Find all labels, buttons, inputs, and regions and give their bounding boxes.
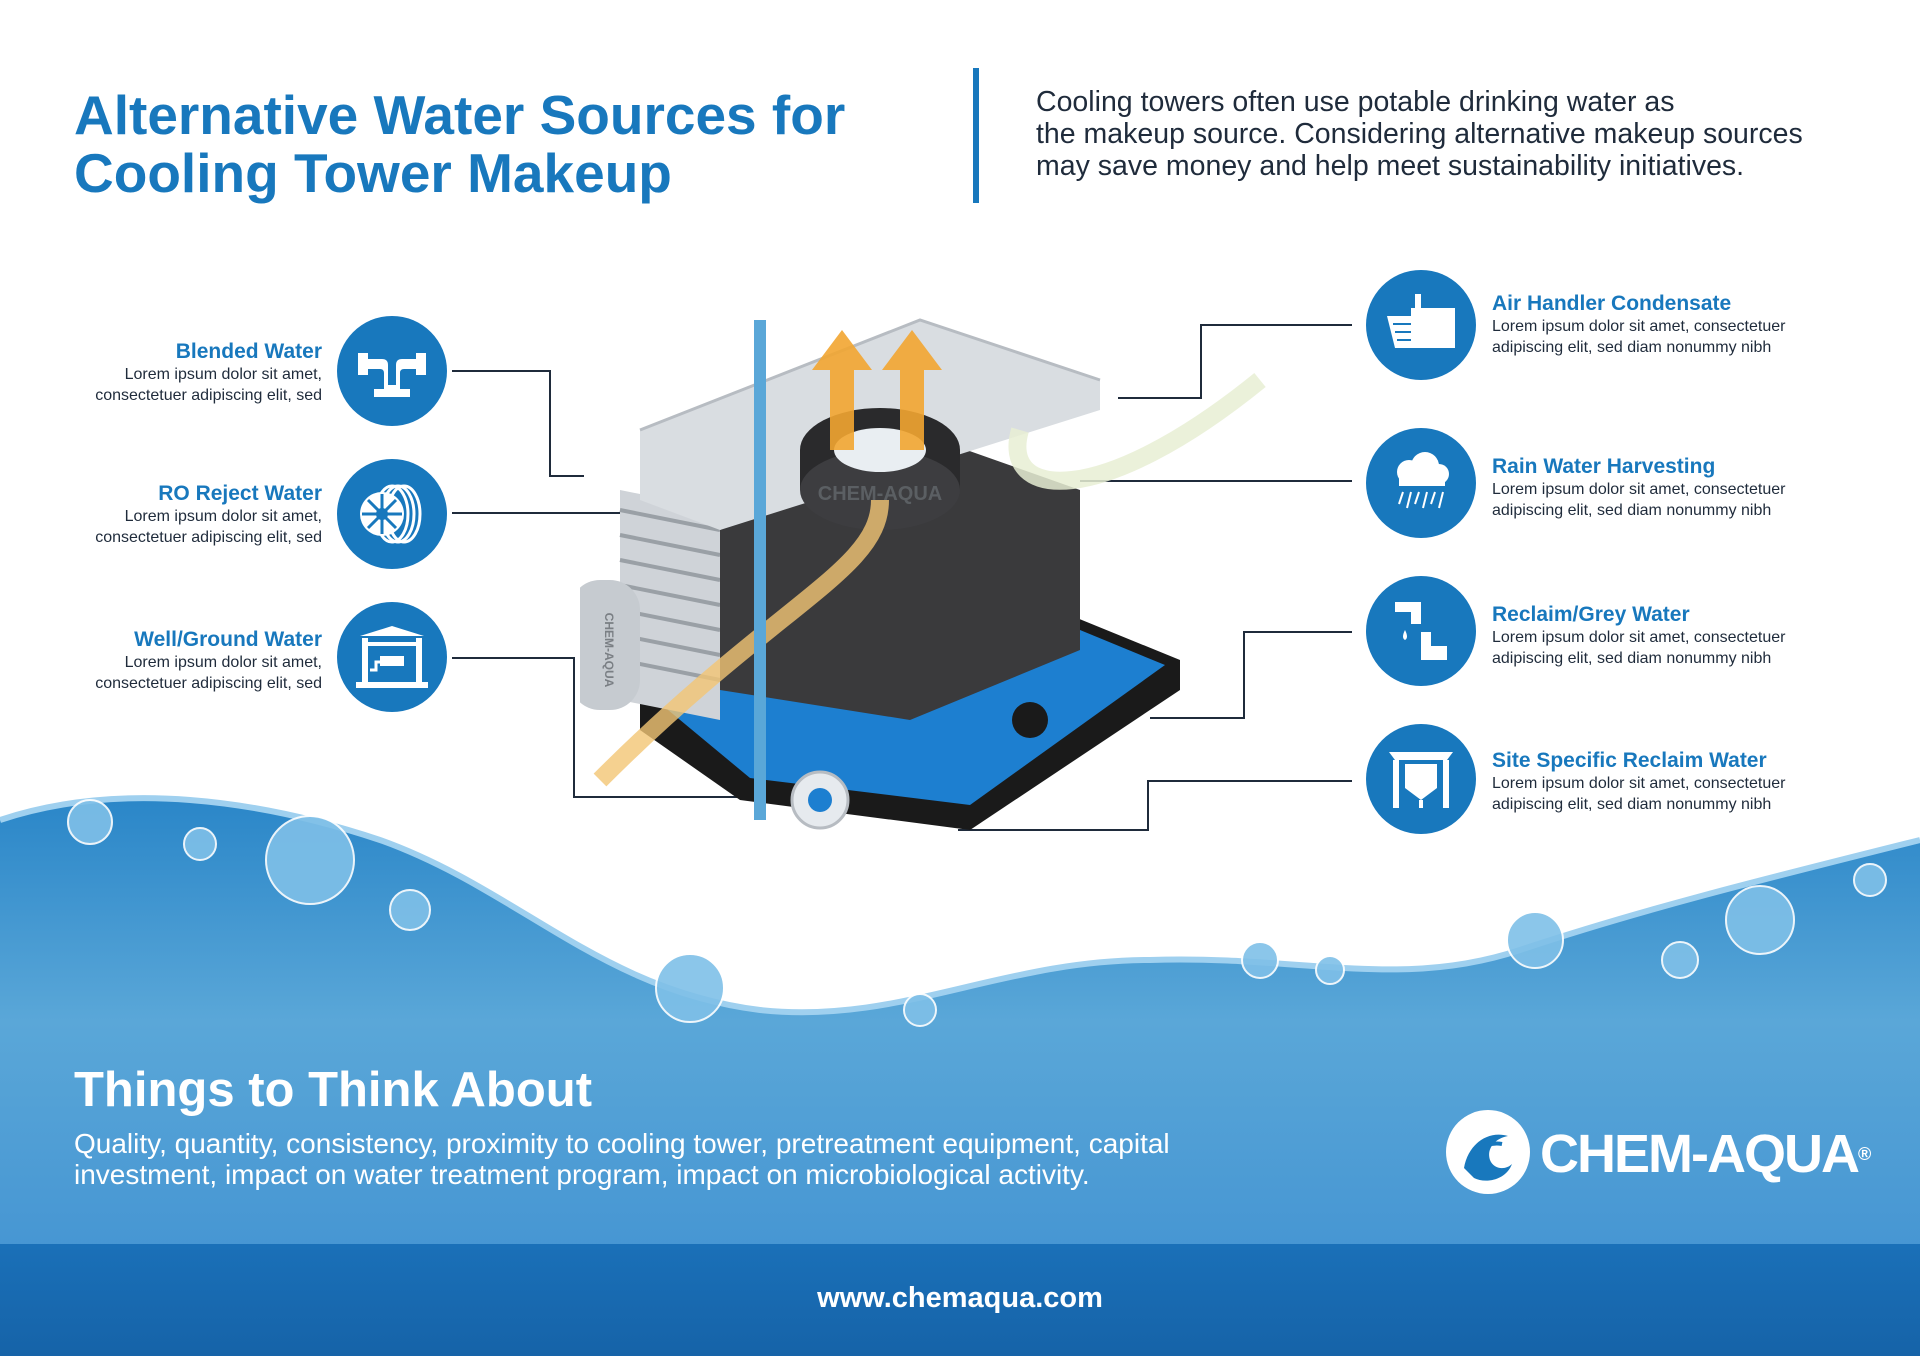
item-desc-line-2: consectetuer adipiscing elit, sed (95, 529, 322, 546)
item-title: Air Handler Condensate (1492, 292, 1732, 315)
rain-cloud-icon (1366, 428, 1476, 538)
item-air-handler-condensate: Air Handler Condensate Lorem ipsum dolor… (1492, 292, 1852, 358)
reclaim-unit-icon (1366, 724, 1476, 834)
item-desc-line-2: adipiscing elit, sed diam nonummy nibh (1492, 339, 1772, 356)
bubble (1725, 885, 1795, 955)
think-body: Quality, quantity, consistency, proximit… (74, 1128, 1274, 1190)
bubble (183, 827, 217, 861)
think-heading: Things to Think About (74, 1063, 593, 1117)
item-rain-water-harvesting: Rain Water Harvesting Lorem ipsum dolor … (1492, 455, 1852, 521)
chem-aqua-logo-icon (1446, 1110, 1530, 1194)
item-desc-line-2: adipiscing elit, sed diam nonummy nibh (1492, 650, 1772, 667)
footer-band (0, 1244, 1920, 1356)
tank-brand: CHEM-AQUA (602, 613, 616, 688)
item-well-ground-water: Well/Ground Water Lorem ipsum dolor sit … (72, 628, 322, 694)
tower-louvers (620, 490, 720, 720)
intro-line-3: may save money and help meet sustainabil… (1036, 150, 1745, 182)
item-desc-line-1: Lorem ipsum dolor sit amet, (124, 654, 322, 671)
item-title: Well/Ground Water (134, 628, 322, 651)
item-title: Site Specific Reclaim Water (1492, 749, 1767, 772)
item-desc-line-2: adipiscing elit, sed diam nonummy nibh (1492, 796, 1772, 813)
bubble (903, 993, 937, 1027)
item-title: RO Reject Water (158, 482, 322, 505)
item-site-specific-reclaim-water: Site Specific Reclaim Water Lorem ipsum … (1492, 749, 1852, 815)
website-url[interactable]: www.chemaqua.com (817, 1282, 1103, 1314)
intro-text: Cooling towers often use potable drinkin… (1036, 86, 1886, 182)
registered-mark: ® (1857, 1144, 1871, 1164)
airflow-arrow (812, 330, 872, 450)
treatment-tank (580, 580, 640, 710)
item-desc-line-1: Lorem ipsum dolor sit amet, consectetuer (1492, 629, 1786, 646)
item-desc-line-2: adipiscing elit, sed diam nonummy nibh (1492, 502, 1772, 519)
float-valve (1012, 702, 1048, 738)
bubble (1506, 911, 1564, 969)
title-line-2: Cooling Tower Makeup (74, 142, 672, 204)
airflow-path (1008, 373, 1266, 490)
bubble (1661, 941, 1699, 979)
air-handler-icon (1366, 270, 1476, 380)
think-body-line-1: Quality, quantity, consistency, proximit… (74, 1128, 1170, 1159)
connector-blended (452, 370, 584, 477)
item-title: Rain Water Harvesting (1492, 455, 1716, 478)
item-desc-line-1: Lorem ipsum dolor sit amet, consectetuer (1492, 318, 1786, 335)
bubble (389, 889, 431, 931)
title-line-1: Alternative Water Sources for (74, 84, 846, 146)
bubble (1853, 863, 1887, 897)
ro-membrane-icon (337, 459, 447, 569)
airflow-arrow (882, 330, 942, 450)
item-desc-line-1: Lorem ipsum dolor sit amet, consectetuer (1492, 775, 1786, 792)
logo-wordmark: CHEM-AQUA (1540, 1124, 1860, 1184)
item-desc-line-1: Lorem ipsum dolor sit amet, (124, 508, 322, 525)
item-desc-line-1: Lorem ipsum dolor sit amet, (124, 366, 322, 383)
bubble (67, 799, 113, 845)
well-icon (337, 602, 447, 712)
water-wave-background (0, 795, 1920, 1356)
tower-brand: CHEM-AQUA (818, 483, 942, 505)
bubble (655, 953, 725, 1023)
chem-aqua-logo-text: CHEM-AQUA® (1540, 1124, 1871, 1184)
intro-line-2: the makeup source. Considering alternati… (1036, 118, 1803, 150)
intro-line-1: Cooling towers often use potable drinkin… (1036, 86, 1675, 118)
item-blended-water: Blended Water Lorem ipsum dolor sit amet… (72, 340, 322, 406)
item-desc-line-2: consectetuer adipiscing elit, sed (95, 387, 322, 404)
item-title: Reclaim/Grey Water (1492, 603, 1690, 626)
airflow-path (593, 499, 889, 787)
bubble (265, 815, 355, 905)
page-title: Alternative Water Sources for Cooling To… (74, 86, 954, 202)
item-desc-line-1: Lorem ipsum dolor sit amet, consectetuer (1492, 481, 1786, 498)
header-divider (973, 68, 979, 203)
item-reclaim-grey-water: Reclaim/Grey Water Lorem ipsum dolor sit… (1492, 603, 1852, 669)
pipes-icon (337, 316, 447, 426)
bubble (1241, 941, 1279, 979)
item-desc-line-2: consectetuer adipiscing elit, sed (95, 675, 322, 692)
cooling-tower-illustration: CHEM-AQUA CHEM-AQUA (580, 318, 1266, 830)
item-title: Blended Water (175, 340, 322, 363)
item-ro-reject-water: RO Reject Water Lorem ipsum dolor sit am… (72, 482, 322, 548)
think-body-line-2: investment, impact on water treatment pr… (74, 1159, 1090, 1190)
faucet-pipe-icon (1366, 576, 1476, 686)
bubble (1315, 955, 1345, 985)
